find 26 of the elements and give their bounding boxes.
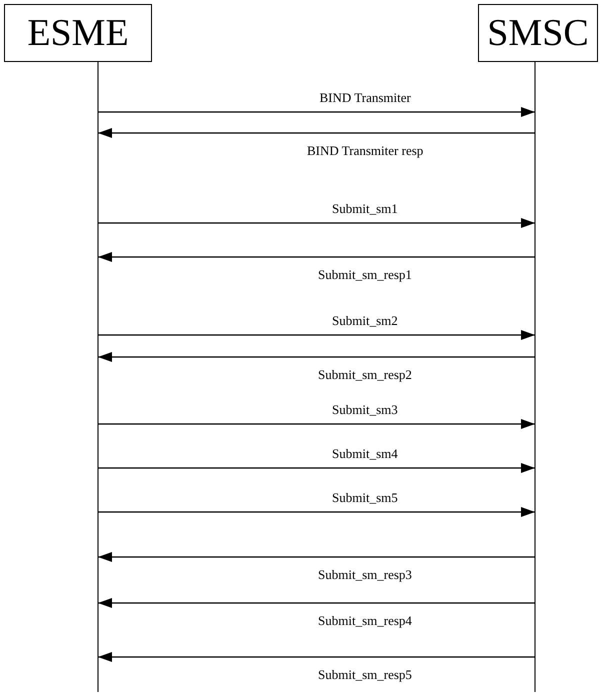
message-label: Submit_sm_resp5 (316, 667, 414, 682)
message-label: Submit_sm5 (330, 490, 400, 505)
message-arrow (98, 652, 535, 662)
message-label: Submit_sm_resp1 (316, 267, 414, 282)
message-label: Submit_sm3 (330, 402, 400, 417)
message-arrow (98, 128, 535, 138)
message-label: Submit_sm_resp3 (316, 567, 414, 582)
message-label: Submit_sm4 (330, 446, 400, 461)
message-arrow (98, 252, 535, 262)
message-arrow (98, 507, 535, 517)
message-label: BIND Transmiter (318, 90, 413, 105)
message-arrow (98, 218, 535, 228)
participant-name: ESME (27, 14, 129, 52)
message-arrow (98, 330, 535, 340)
message-label: Submit_sm1 (330, 201, 400, 216)
participant-name: SMSC (487, 14, 589, 52)
message-arrow (98, 419, 535, 429)
message-arrow (98, 598, 535, 608)
message-arrow (98, 463, 535, 473)
message-arrow (98, 552, 535, 562)
message-label: Submit_sm_resp4 (316, 613, 414, 628)
message-label: BIND Transmiter resp (305, 143, 426, 158)
message-label: Submit_sm_resp2 (316, 367, 414, 382)
message-arrow (98, 352, 535, 362)
message-label: Submit_sm2 (330, 313, 400, 328)
message-arrow (98, 107, 535, 117)
